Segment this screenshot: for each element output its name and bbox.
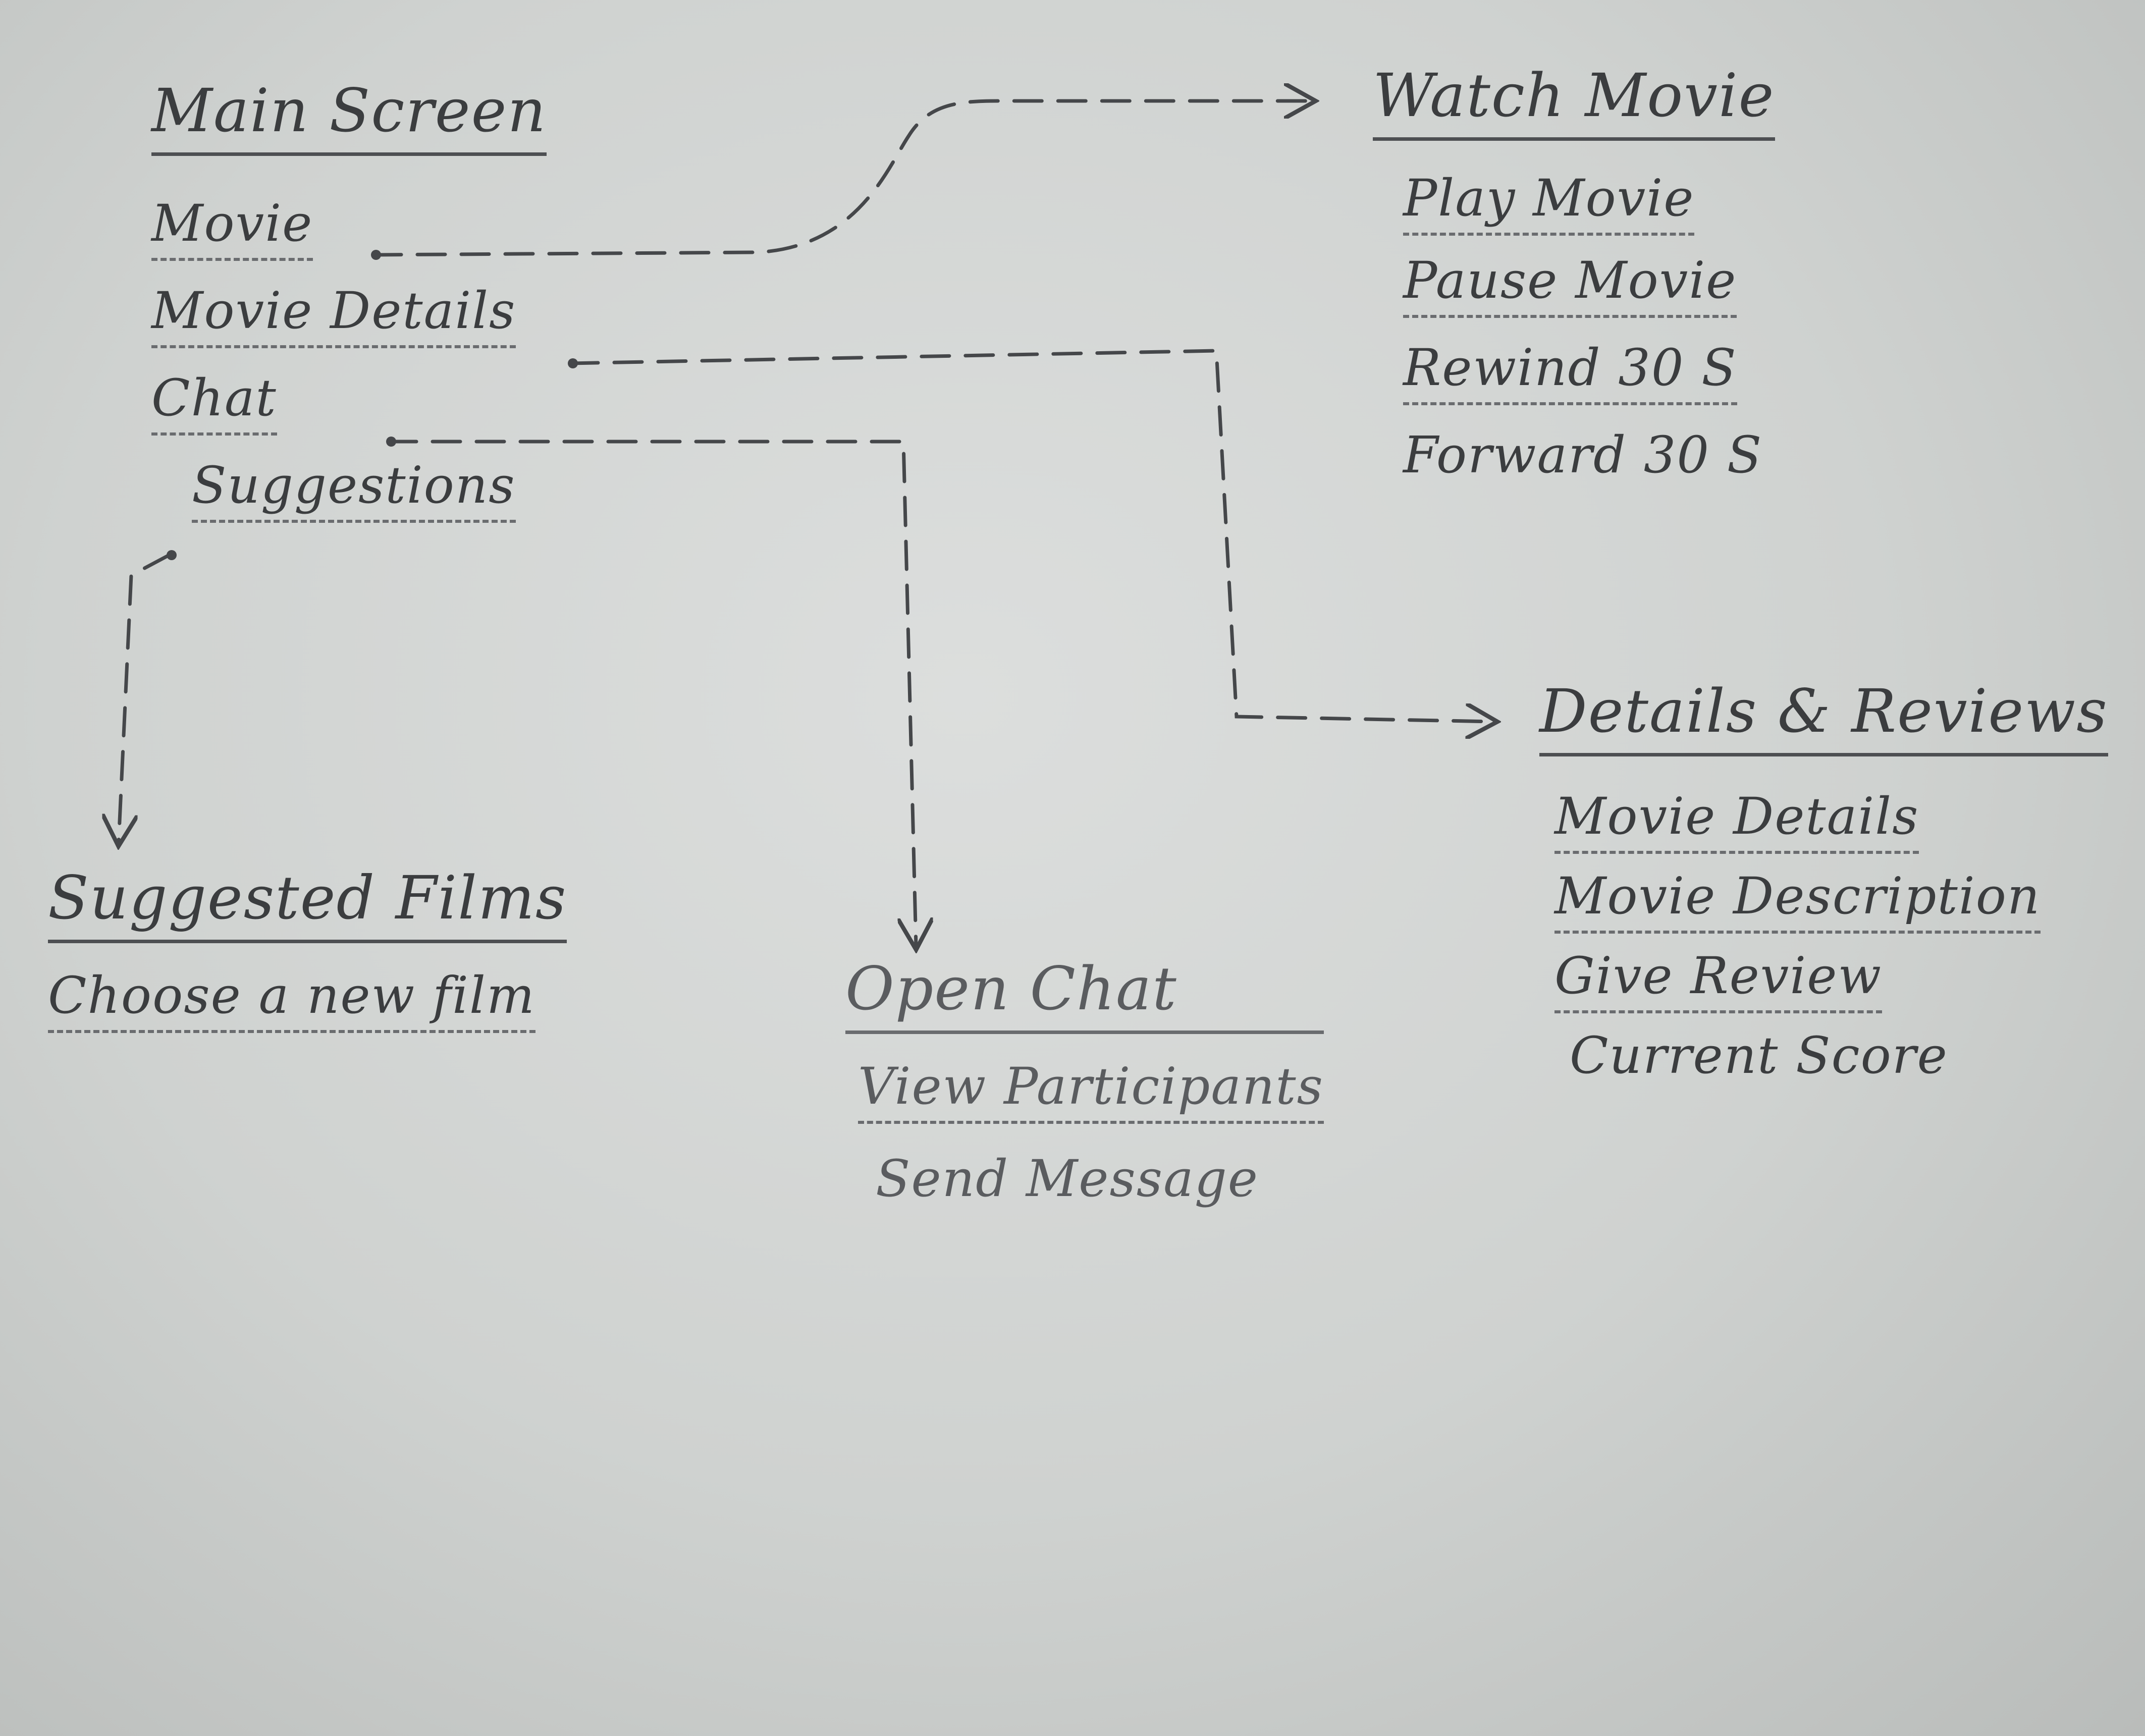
connector-chat-to-open-chat	[387, 440, 916, 946]
watch-movie-node: Watch Movie Play Movie Pause Movie Rewin…	[1373, 61, 1775, 493]
details-reviews-item-give-review: Give Review	[1554, 946, 1883, 1013]
connector-dot-suggestions	[167, 550, 177, 560]
connector-movie-details-to-details-reviews	[568, 349, 1494, 722]
details-reviews-node: Details & Reviews Movie Details Movie De…	[1539, 676, 2108, 1093]
watch-movie-item-forward: Forward 30 S	[1403, 425, 1763, 484]
suggested-films-item-choose-new-film: Choose a new film	[48, 966, 535, 1033]
main-screen-item-movie: Movie	[151, 194, 313, 261]
open-chat-title: Open Chat	[845, 954, 1324, 1034]
watch-movie-item-rewind: Rewind 30 S	[1403, 338, 1737, 405]
watch-movie-item-play: Play Movie	[1403, 169, 1695, 236]
connector-movie-to-watch-movie	[371, 101, 1312, 257]
details-reviews-title: Details & Reviews	[1539, 676, 2108, 756]
open-chat-item-send-message: Send Message	[876, 1149, 1259, 1208]
details-reviews-item-movie-description: Movie Description	[1554, 866, 2041, 934]
connector-dot-movie	[371, 250, 381, 260]
details-reviews-item-movie-details: Movie Details	[1554, 787, 1919, 854]
main-screen-node: Main Screen Movie Movie Details Chat Sug…	[151, 76, 547, 523]
open-chat-node: Open Chat View Participants Send Message	[845, 954, 1324, 1216]
main-screen-title: Main Screen	[151, 76, 547, 156]
connector-suggestions-to-suggested-films	[119, 553, 171, 843]
main-screen-item-suggestions: Suggestions	[192, 456, 516, 523]
main-screen-item-chat: Chat	[151, 368, 277, 436]
watch-movie-title: Watch Movie	[1373, 61, 1775, 141]
connector-dot-chat	[386, 437, 396, 447]
watch-movie-item-pause: Pause Movie	[1403, 251, 1737, 318]
suggested-films-node: Suggested Films Choose a new film	[48, 863, 567, 1033]
main-screen-item-movie-details: Movie Details	[151, 281, 516, 348]
connector-dot-movie-details	[568, 358, 578, 368]
open-chat-item-view-participants: View Participants	[858, 1057, 1324, 1124]
details-reviews-item-current-score: Current Score	[1570, 1026, 1948, 1085]
suggested-films-title: Suggested Films	[48, 863, 567, 943]
